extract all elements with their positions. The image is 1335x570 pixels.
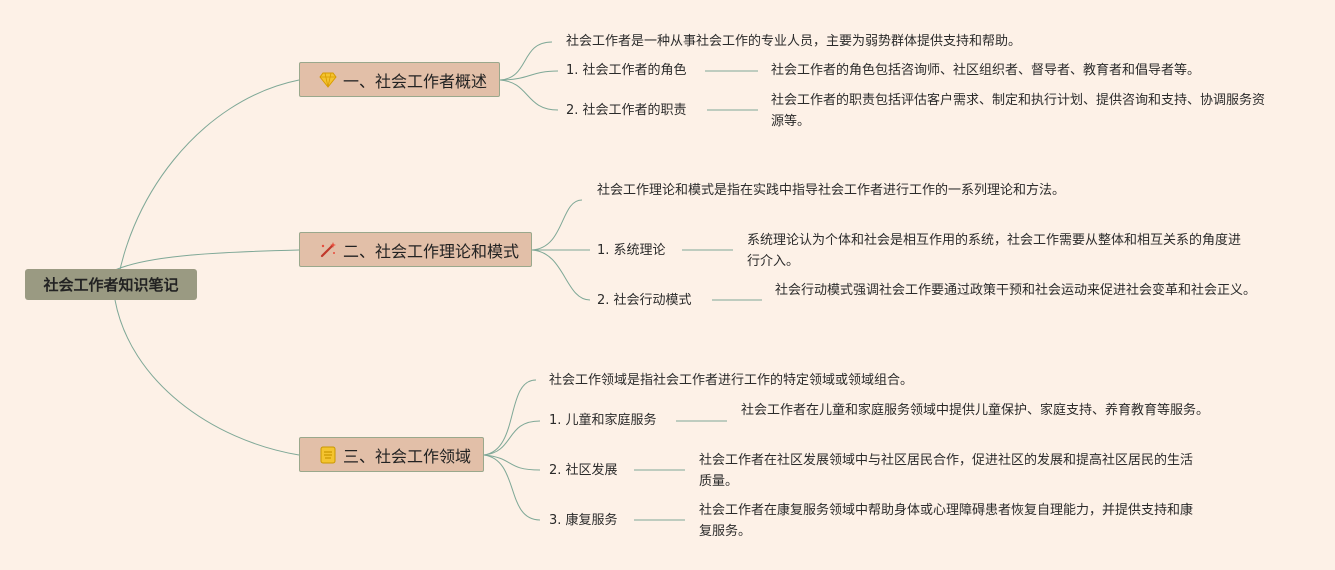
root-node[interactable]: 社会工作者知识笔记	[25, 269, 197, 300]
branch-3-item-3-label[interactable]: 3. 康复服务	[549, 513, 618, 528]
branch-1-item-2-detail: 社会工作者的职责包括评估客户需求、制定和执行计划、提供咨询和支持、协调服务资源等…	[771, 93, 1266, 129]
connector-b3-item2	[483, 454, 541, 471]
branch-2-item-1-detail: 系统理论认为个体和社会是相互作用的系统，社会工作需要从整体和相互关系的角度进行介…	[747, 233, 1242, 269]
branch-1-item-2-label[interactable]: 2. 社会工作者的职责	[566, 103, 687, 118]
branch-node-overview[interactable]: 一、社会工作者概述	[299, 62, 500, 97]
branch-2-item-2-detail: 社会行动模式强调社会工作要通过政策干预和社会运动来促进社会变革和社会正义。	[775, 283, 1257, 298]
branch-1-item-1-detail: 社会工作者的角色包括咨询师、社区组织者、督导者、教育者和倡导者等。	[771, 63, 1201, 78]
connector-b1-intro	[499, 41, 553, 81]
badge-icon	[318, 445, 338, 465]
branch-3-item-2-label[interactable]: 2. 社区发展	[549, 463, 618, 478]
branch-2-item-1-label[interactable]: 1. 系统理论	[597, 243, 666, 258]
branch-1-item-1-label[interactable]: 1. 社会工作者的角色	[566, 63, 687, 78]
connector-root-branch-3	[114, 299, 300, 456]
connector-root-branch-2	[114, 249, 300, 271]
connector-b3-intro	[483, 379, 537, 456]
branch-2-item-2-label[interactable]: 2. 社会行动模式	[597, 293, 692, 308]
branch-3-item-1-detail: 社会工作者在儿童和家庭服务领域中提供儿童保护、家庭支持、养育教育等服务。	[741, 403, 1210, 418]
connector-root-branch-1	[114, 79, 300, 301]
branch-node-fields[interactable]: 三、社会工作领域	[299, 437, 484, 472]
branch-3-intro: 社会工作领域是指社会工作者进行工作的特定领域或领域组合。	[549, 373, 914, 388]
connector-b1-item1	[499, 70, 559, 81]
branch-node-theory[interactable]: 二、社会工作理论和模式	[299, 232, 532, 267]
branch-3-item-1-label[interactable]: 1. 儿童和家庭服务	[549, 413, 657, 428]
branch-label: 二、社会工作理论和模式	[343, 241, 520, 261]
connector-b3-item1	[483, 420, 541, 456]
connector-b3-item3	[483, 454, 541, 521]
diamond-icon	[318, 70, 338, 90]
branch-label: 三、社会工作领域	[343, 446, 472, 466]
branch-label: 一、社会工作者概述	[343, 71, 488, 91]
branch-1-intro: 社会工作者是一种从事社会工作的专业人员，主要为弱势群体提供支持和帮助。	[566, 34, 1022, 49]
magic-wand-icon	[318, 240, 338, 260]
branch-3-item-2-detail: 社会工作者在社区发展领域中与社区居民合作，促进社区的发展和提高社区居民的生活质量…	[699, 453, 1194, 489]
root-title: 社会工作者知识笔记	[43, 276, 179, 294]
connector-b2-item2	[531, 249, 591, 301]
connector-b2-intro	[531, 199, 583, 251]
connector-b1-item2	[499, 79, 559, 111]
branch-2-intro: 社会工作理论和模式是指在实践中指导社会工作者进行工作的一系列理论和方法。	[597, 183, 1066, 198]
branch-3-item-3-detail: 社会工作者在康复服务领域中帮助身体或心理障碍患者恢复自理能力，并提供支持和康复服…	[699, 503, 1194, 539]
